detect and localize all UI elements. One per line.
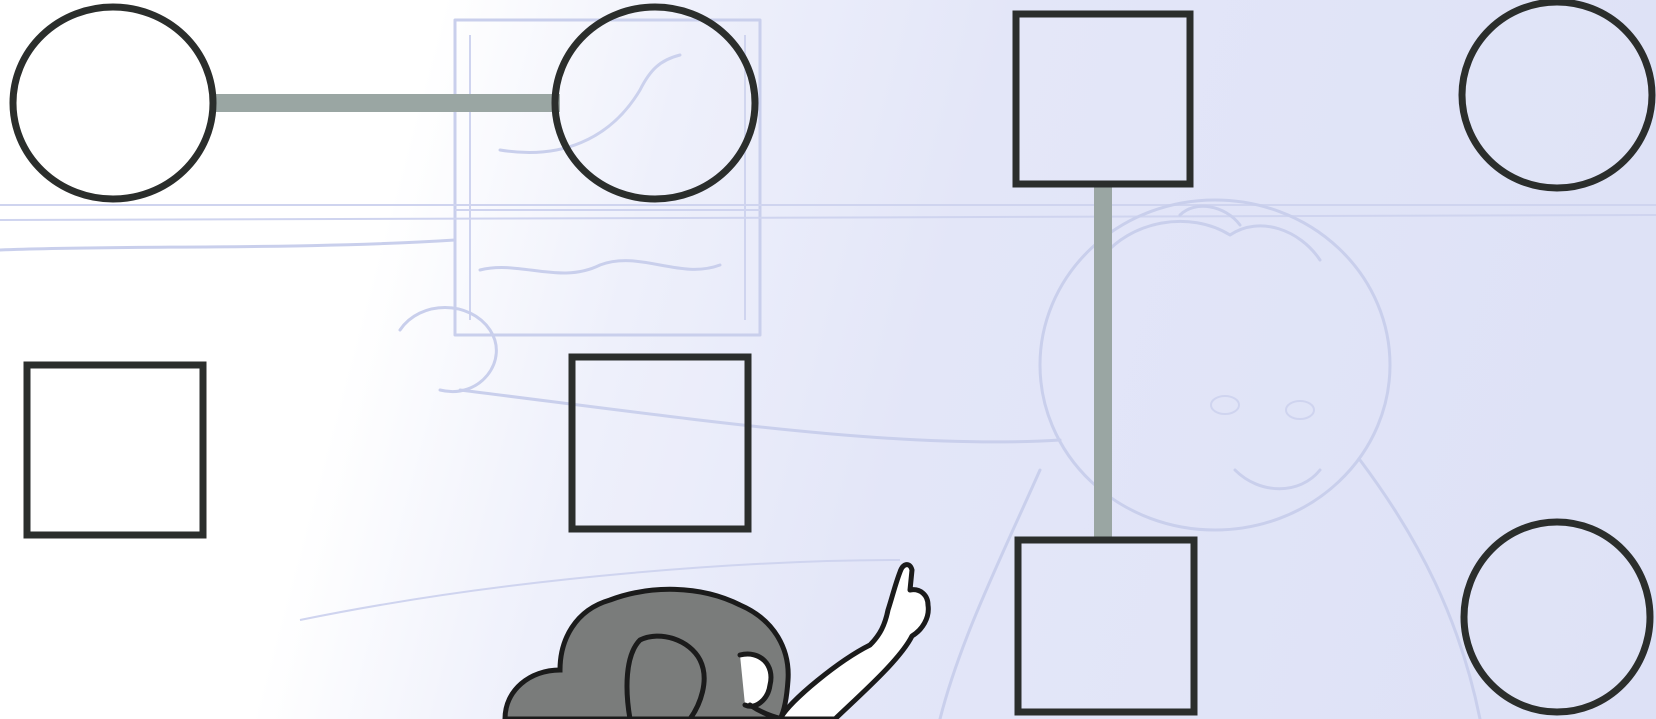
square-top-shape[interactable] bbox=[1016, 14, 1190, 184]
cloud-sketch bbox=[480, 261, 720, 273]
toy-sketch bbox=[400, 308, 496, 392]
row-middle bbox=[27, 357, 748, 535]
boy-smile bbox=[1235, 470, 1320, 489]
girl-ear bbox=[740, 654, 771, 706]
boy-eye-left bbox=[1211, 396, 1239, 414]
wall-line-2 bbox=[0, 215, 1656, 220]
shelf-sketch bbox=[0, 240, 455, 250]
square-middle-left-shape[interactable] bbox=[27, 365, 203, 535]
boy-eye-right bbox=[1286, 401, 1314, 419]
circle-4-shape[interactable] bbox=[1462, 2, 1652, 188]
square-middle-center-shape[interactable] bbox=[572, 357, 748, 529]
circle-2-shape[interactable] bbox=[555, 7, 755, 199]
row-bottom bbox=[1018, 522, 1650, 712]
girl-arm bbox=[780, 565, 928, 719]
circle-1-shape[interactable] bbox=[13, 7, 213, 199]
boy-shoulder-right bbox=[1360, 460, 1480, 719]
square-bottom-shape[interactable] bbox=[1018, 540, 1194, 712]
window-sketch bbox=[0, 20, 1656, 335]
boy-head-sketch bbox=[1040, 200, 1390, 530]
girl-hair-lock bbox=[627, 636, 704, 719]
boy-hair-sketch bbox=[1100, 221, 1320, 260]
table-edge-sketch bbox=[460, 390, 1060, 442]
girl-pointing bbox=[505, 565, 928, 719]
circle-bottom-right-shape[interactable] bbox=[1464, 522, 1650, 712]
